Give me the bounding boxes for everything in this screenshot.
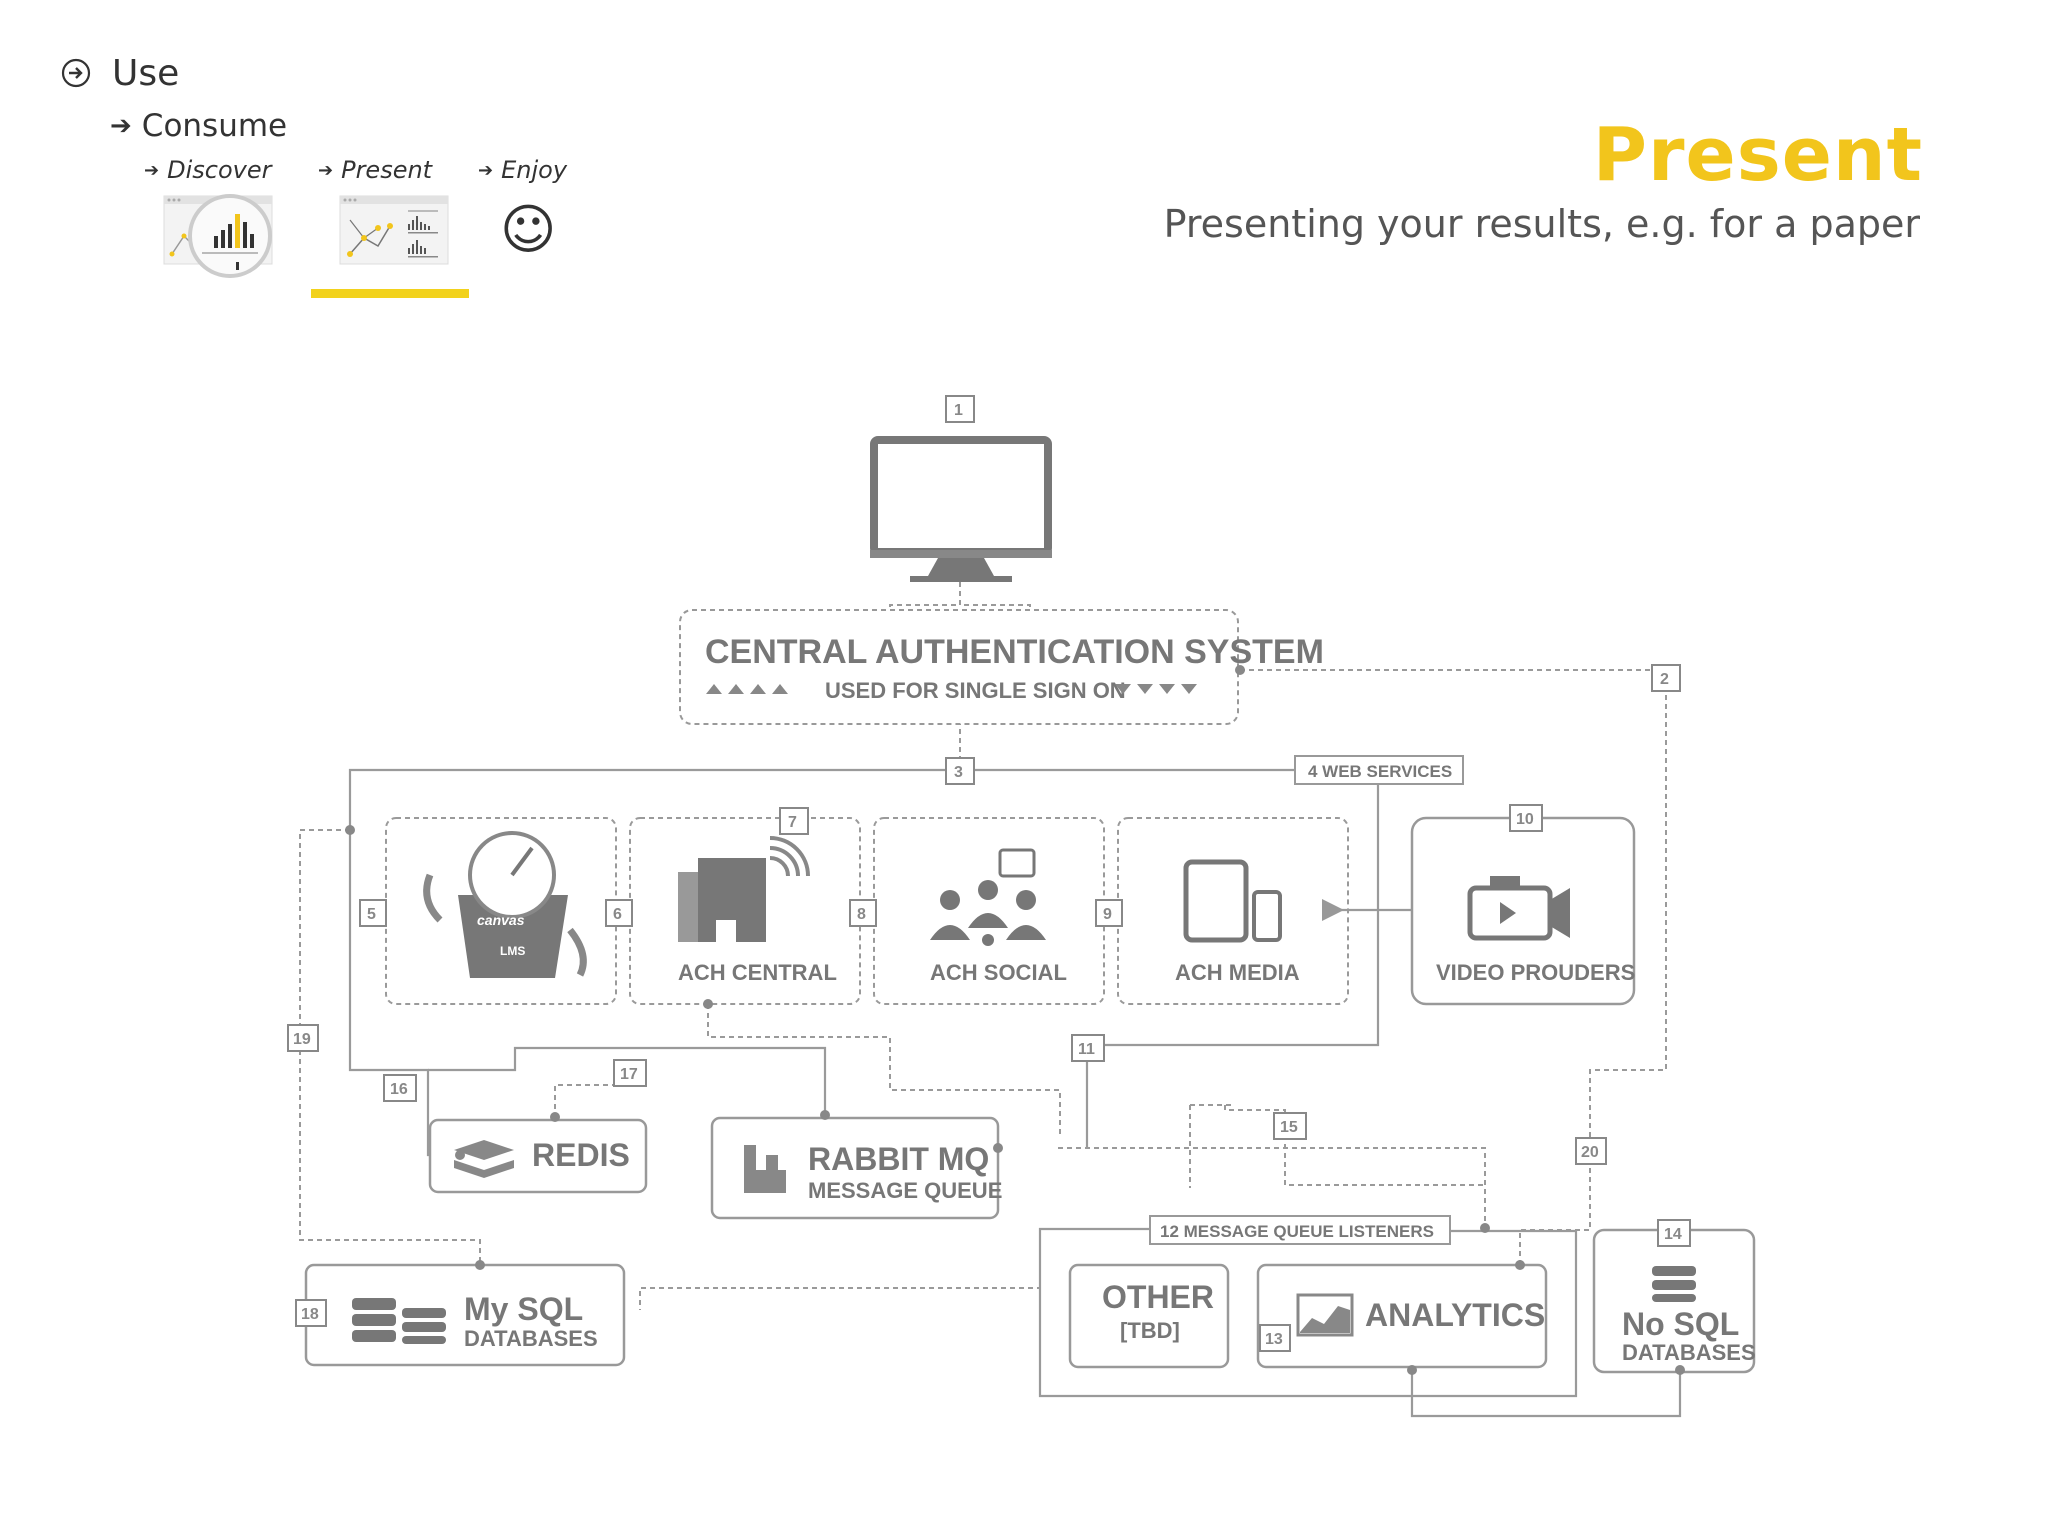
svg-text:LMS: LMS [500, 944, 525, 958]
ach-social-label: ACH SOCIAL [930, 960, 1067, 985]
smiley-icon[interactable]: ☺ [500, 198, 557, 261]
arrow-right-icon: ➔ [318, 159, 334, 181]
discover-thumbnail-icon[interactable] [162, 194, 282, 278]
breadcrumb-use-label: Use [112, 52, 180, 94]
step-discover-label: Discover [167, 156, 272, 184]
ach-central-label: ACH CENTRAL [678, 960, 837, 985]
tag-13: 13 [1265, 1331, 1283, 1348]
ach-media-label: ACH MEDIA [1175, 960, 1300, 985]
page-subtitle: Presenting your results, e.g. for a pape… [1163, 202, 1920, 246]
tag-8: 8 [857, 906, 866, 923]
step-discover[interactable]: ➔ Discover [144, 156, 271, 184]
breadcrumb-consume-label: Consume [141, 108, 288, 144]
cas-subtitle: USED FOR SINGLE SIGN ON [825, 678, 1126, 703]
tag-2: 2 [1660, 671, 1669, 688]
breadcrumb-use[interactable]: Use [60, 48, 179, 98]
monitor-icon [870, 436, 1052, 582]
analytics-label: ANALYTICS [1365, 1297, 1545, 1333]
other-title: OTHER [1102, 1279, 1214, 1315]
tag-10: 10 [1516, 811, 1534, 828]
database-icon [352, 1298, 446, 1344]
step-present-label: Present [341, 156, 433, 184]
tag-17: 17 [620, 1066, 638, 1083]
rabbit-mq-subtitle: MESSAGE QUEUE [808, 1178, 1002, 1203]
tag-3: 3 [954, 764, 963, 781]
step-enjoy-label: Enjoy [501, 156, 568, 184]
tag-6: 6 [613, 906, 622, 923]
arrow-right-icon: ➔ [110, 111, 132, 141]
tag-7: 7 [788, 814, 797, 831]
circle-arrow-icon [61, 58, 91, 88]
other-subtitle: [TBD] [1120, 1318, 1180, 1343]
tag-19: 19 [293, 1031, 311, 1048]
svg-text:canvas: canvas [477, 912, 525, 928]
tag-5: 5 [367, 906, 376, 923]
arrow-right-icon: ➔ [144, 159, 160, 181]
step-present[interactable]: ➔ Present [318, 156, 432, 184]
video-providers-label: VIDEO PROUDERS [1436, 960, 1635, 985]
breadcrumb-consume[interactable]: ➔ Consume [110, 108, 287, 144]
mysql-title: My SQL [464, 1291, 583, 1327]
tablet-phone-icon [1183, 859, 1282, 943]
tag-16: 16 [390, 1081, 408, 1098]
web-services-label: 4 WEB SERVICES [1308, 762, 1452, 781]
video-camera-icon [1467, 876, 1570, 941]
area-chart-icon [1296, 1293, 1354, 1337]
tag-18: 18 [301, 1306, 319, 1323]
mysql-subtitle: DATABASES [464, 1326, 598, 1351]
active-step-indicator [311, 289, 469, 298]
tag-15: 15 [1280, 1119, 1298, 1136]
nosql-database-icon [1652, 1266, 1696, 1302]
people-network-icon [930, 848, 1046, 946]
building-icon [678, 836, 810, 942]
tag-1: 1 [954, 402, 963, 419]
step-enjoy[interactable]: ➔ Enjoy [478, 156, 567, 184]
cas-title: CENTRAL AUTHENTICATION SYSTEM [705, 633, 1324, 671]
redis-label: REDIS [532, 1137, 630, 1173]
tag-20: 20 [1581, 1144, 1599, 1161]
present-thumbnail-icon[interactable] [338, 194, 450, 268]
redis-icon [454, 1140, 514, 1178]
rabbit-mq-title: RABBIT MQ [808, 1141, 989, 1177]
page-title: Present [1592, 112, 1923, 198]
tag-9: 9 [1103, 906, 1112, 923]
architecture-diagram: CENTRAL AUTHENTICATION SYSTEM USED FOR S… [287, 395, 1756, 1418]
message-queue-listeners-label: 12 MESSAGE QUEUE LISTENERS [1160, 1222, 1434, 1241]
tag-14: 14 [1664, 1226, 1682, 1243]
rabbitmq-icon [744, 1145, 786, 1193]
canvas-lms-icon: canvas LMS [423, 831, 587, 978]
nosql-title: No SQL [1622, 1306, 1739, 1342]
nosql-subtitle: DATABASES [1622, 1340, 1756, 1365]
tag-11: 11 [1078, 1041, 1095, 1058]
arrow-right-icon: ➔ [478, 159, 494, 181]
